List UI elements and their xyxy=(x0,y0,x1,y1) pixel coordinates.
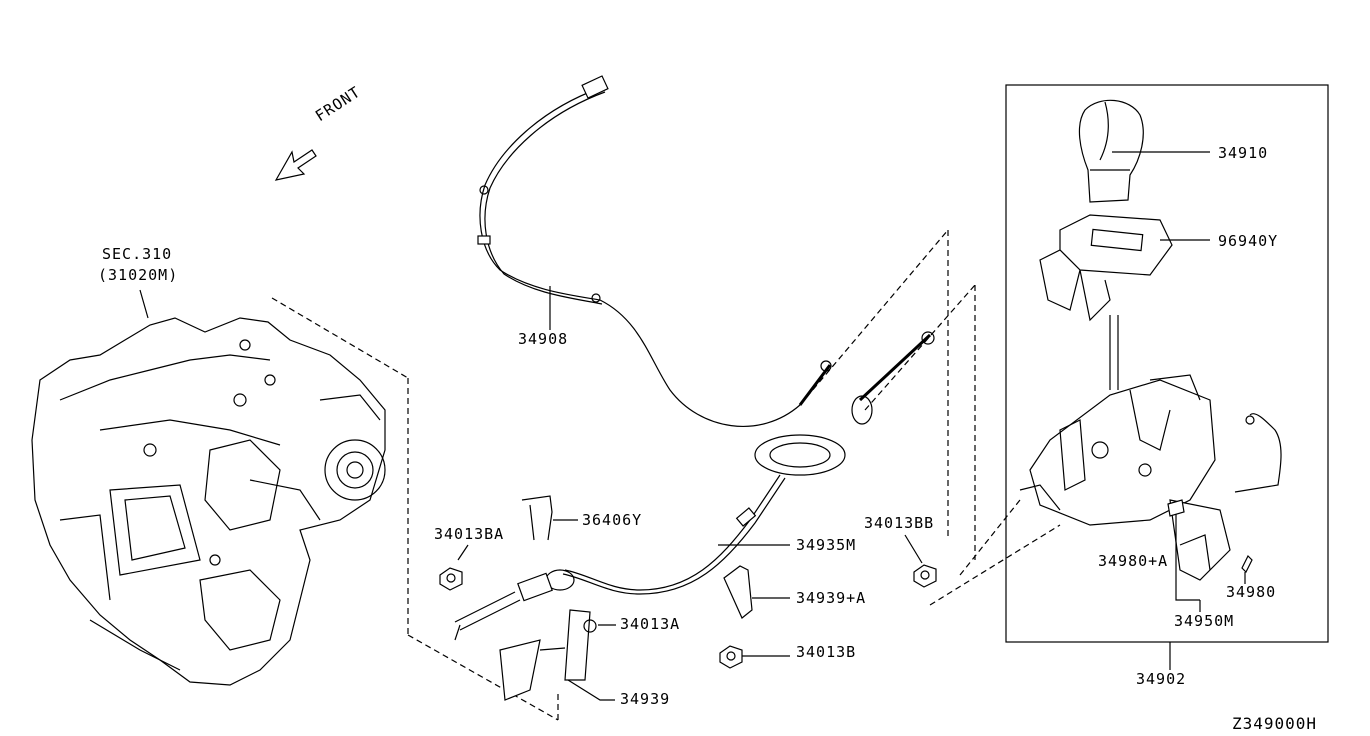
nut-34013BB xyxy=(913,564,937,588)
harness-34980 xyxy=(1167,413,1282,574)
indicator-96940Y xyxy=(1039,214,1173,322)
shifter-assembly-box xyxy=(1005,84,1329,643)
part-label-36406Y: 36406Y xyxy=(582,511,643,529)
part-label-34013A: 34013A xyxy=(620,615,681,633)
control-cable-34935M xyxy=(454,331,935,641)
part-label-34013BA: 34013BA xyxy=(434,525,505,543)
part-label-34939: 34939 xyxy=(620,690,671,708)
part-label-34013BB: 34013BB xyxy=(864,514,935,532)
bracket-34939 xyxy=(499,609,597,701)
part-label-34939A: 34939+A xyxy=(796,589,867,607)
dashed-guides xyxy=(271,229,1061,721)
front-arrow-icon xyxy=(274,149,317,181)
part-label-34908: 34908 xyxy=(518,330,569,348)
part-label-34910: 34910 xyxy=(1218,144,1269,162)
nut-34013BA xyxy=(439,567,463,591)
part-label-34935M: 34935M xyxy=(796,536,857,554)
part-label-34902: 34902 xyxy=(1136,670,1187,688)
diagram-code: Z349000H xyxy=(1232,714,1318,733)
shifter-base-34950M xyxy=(1019,315,1231,581)
lock-plate-36406Y xyxy=(521,495,553,541)
part-label-34950M: 34950M xyxy=(1174,612,1235,630)
shift-knob-34910 xyxy=(1078,99,1144,203)
part-label-96940Y: 96940Y xyxy=(1218,232,1279,250)
transmission-assembly xyxy=(31,317,386,686)
nut-34013B xyxy=(719,645,743,669)
part-label-34980A: 34980+A xyxy=(1098,552,1169,570)
section-part-number: (31020M) xyxy=(98,266,179,284)
control-cable-34908 xyxy=(477,75,832,427)
bracket-34939A xyxy=(723,565,753,619)
part-label-34013B: 34013B xyxy=(796,643,857,661)
section-label: SEC.310 xyxy=(102,245,173,263)
part-label-34980: 34980 xyxy=(1226,583,1277,601)
